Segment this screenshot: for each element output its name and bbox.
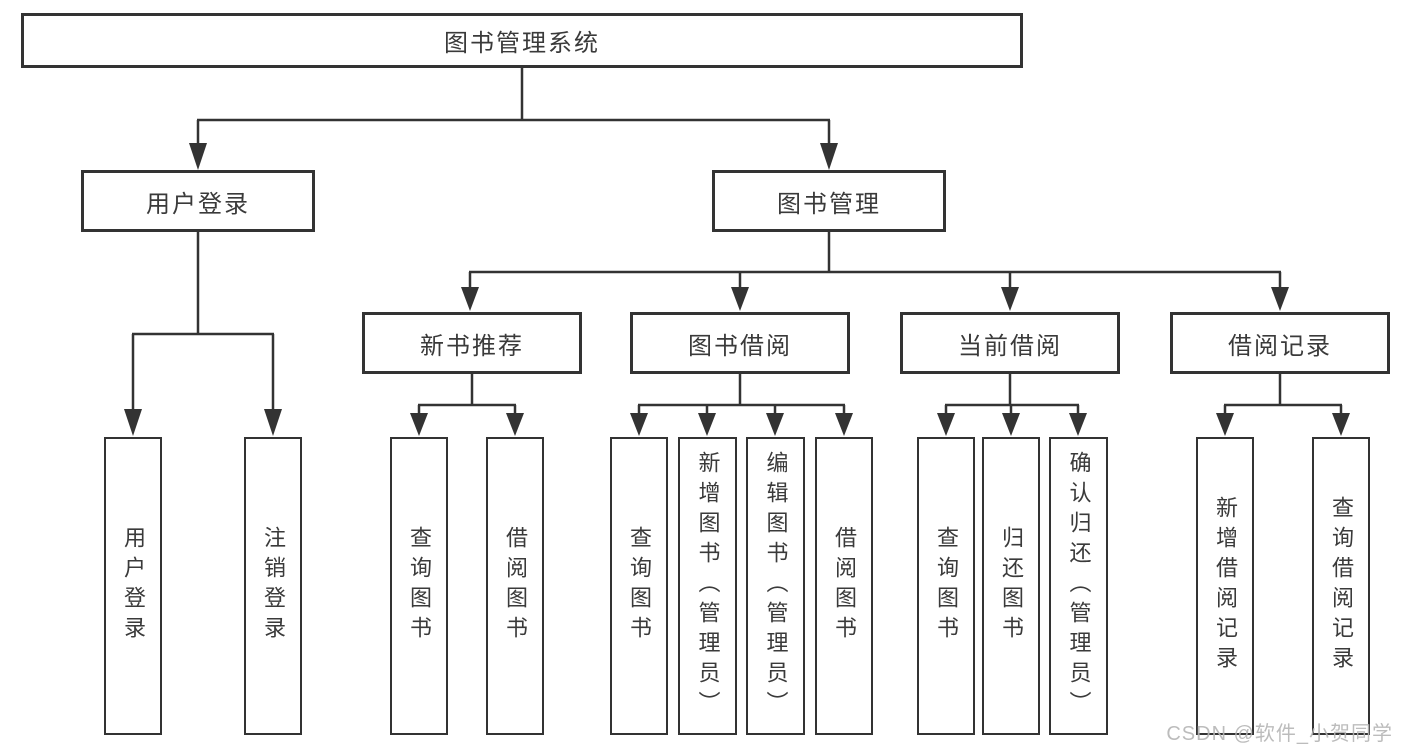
leaf-query-books-recommend: 查询图书 xyxy=(390,437,448,735)
node-label: 归还图书 xyxy=(999,526,1024,646)
node-label: 查询图书 xyxy=(934,526,959,646)
node-label: 借阅记录 xyxy=(1228,332,1332,360)
node-label: 新增借阅记录 xyxy=(1213,496,1238,676)
node-label: 编辑图书（管理员） xyxy=(763,451,789,721)
node-label: 新书推荐 xyxy=(420,332,524,360)
node-current-borrow: 当前借阅 xyxy=(900,312,1120,374)
node-label: 查询图书 xyxy=(407,526,432,646)
leaf-borrow-books-recommend: 借阅图书 xyxy=(486,437,544,735)
leaf-borrow-books: 借阅图书 xyxy=(815,437,873,735)
node-label: 查询借阅记录 xyxy=(1329,496,1354,676)
node-borrow-records: 借阅记录 xyxy=(1170,312,1390,374)
node-new-book-recommend: 新书推荐 xyxy=(362,312,582,374)
node-root: 图书管理系统 xyxy=(21,13,1023,68)
watermark-text: CSDN @软件_小贺同学 xyxy=(1166,723,1393,745)
leaf-confirm-return-admin: 确认归还（管理员） xyxy=(1049,437,1108,735)
node-label: 当前借阅 xyxy=(958,332,1062,360)
leaf-query-books-borrow: 查询图书 xyxy=(610,437,668,735)
leaf-logout: 注销登录 xyxy=(244,437,302,735)
leaf-query-borrow-record: 查询借阅记录 xyxy=(1312,437,1370,735)
node-book-borrow: 图书借阅 xyxy=(630,312,850,374)
leaf-edit-book-admin: 编辑图书（管理员） xyxy=(746,437,805,735)
leaf-add-borrow-record: 新增借阅记录 xyxy=(1196,437,1254,735)
node-label: 图书管理系统 xyxy=(444,30,600,57)
node-user-login: 用户登录 xyxy=(81,170,315,232)
node-label: 新增图书（管理员） xyxy=(695,451,721,721)
node-label: 注销登录 xyxy=(261,526,286,646)
leaf-query-books-current: 查询图书 xyxy=(917,437,975,735)
node-label: 确认归还（管理员） xyxy=(1066,451,1092,721)
node-label: 用户登录 xyxy=(146,190,250,218)
node-label: 图书借阅 xyxy=(688,332,792,360)
leaf-return-book: 归还图书 xyxy=(982,437,1040,735)
leaf-user-login: 用户登录 xyxy=(104,437,162,735)
node-label: 图书管理 xyxy=(777,190,881,218)
node-label: 借阅图书 xyxy=(503,526,528,646)
node-label: 借阅图书 xyxy=(832,526,857,646)
node-label: 用户登录 xyxy=(121,526,146,646)
node-book-management: 图书管理 xyxy=(712,170,946,232)
node-label: 查询图书 xyxy=(627,526,652,646)
leaf-add-book-admin: 新增图书（管理员） xyxy=(678,437,737,735)
